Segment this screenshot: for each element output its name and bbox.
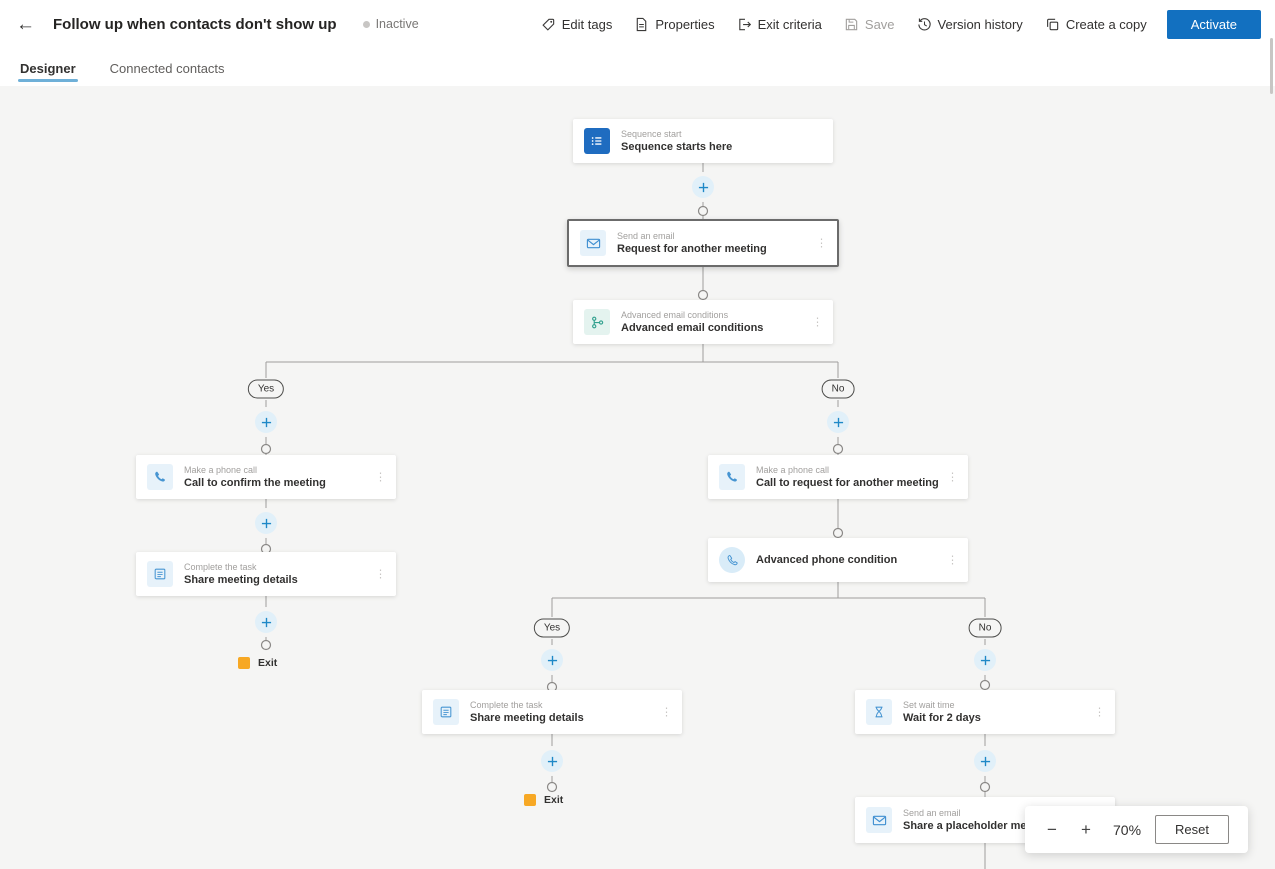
step-node-phone-call-yes[interactable]: Make a phone call Call to confirm the me… (136, 455, 396, 499)
exit-step-mid: Exit (524, 794, 563, 806)
step-node-task-yes[interactable]: Complete the task Share meeting details … (136, 552, 396, 596)
status-dot-icon (362, 20, 370, 28)
tab-bar: Designer Connected contacts (0, 48, 1275, 86)
task-icon (433, 699, 459, 725)
step-type-label: Make a phone call (184, 465, 258, 475)
more-options-icon[interactable]: ⋮ (812, 316, 823, 329)
step-type-label: Complete the task (184, 562, 257, 572)
step-node-task-mid[interactable]: Complete the task Share meeting details … (422, 690, 682, 734)
command-bar: Edit tags Properties Exit criteria Save … (541, 17, 1147, 32)
step-node-sequence-start[interactable]: Sequence start Sequence starts here (573, 119, 833, 163)
exit-label: Exit (258, 657, 278, 669)
back-arrow-icon[interactable]: ← (16, 13, 35, 35)
history-icon (917, 17, 932, 32)
zoom-level-label: 70% (1113, 821, 1142, 838)
step-title: Advanced phone condition (756, 554, 898, 566)
add-step-button[interactable] (827, 411, 849, 433)
wait-time-icon (866, 699, 892, 725)
header: ← Follow up when contacts don't show up … (0, 0, 1275, 48)
exit-step-yes: Exit (238, 657, 277, 669)
email-icon (580, 230, 606, 256)
step-title: Sequence starts here (621, 141, 733, 153)
status-label: Inactive (375, 17, 419, 31)
activate-button[interactable]: Activate (1166, 9, 1261, 39)
add-step-button[interactable] (255, 411, 277, 433)
step-title: Request for another meeting (617, 243, 767, 255)
step-title: Share meeting details (470, 712, 584, 724)
exit-criteria-button[interactable]: Exit criteria (737, 17, 822, 32)
version-history-button[interactable]: Version history (917, 17, 1023, 32)
step-title: Advanced email conditions (621, 322, 764, 334)
add-step-button[interactable] (974, 750, 996, 772)
step-type-label: Complete the task (470, 700, 543, 710)
add-step-button[interactable] (541, 649, 563, 671)
more-options-icon[interactable]: ⋮ (947, 471, 958, 484)
step-type-label: Send an email (903, 808, 961, 818)
create-copy-button[interactable]: Create a copy (1045, 17, 1147, 32)
more-options-icon[interactable]: ⋮ (816, 237, 827, 250)
email-icon (866, 807, 892, 833)
step-title: Wait for 2 days (903, 712, 981, 724)
tab-connected-contacts[interactable]: Connected contacts (109, 61, 225, 76)
branch-label-no: No (968, 618, 1002, 638)
edit-tags-button[interactable]: Edit tags (541, 17, 612, 32)
exit-label: Exit (544, 794, 564, 806)
more-options-icon[interactable]: ⋮ (375, 568, 386, 581)
add-step-button[interactable] (692, 176, 714, 198)
add-step-button[interactable] (255, 611, 277, 633)
step-node-email-conditions[interactable]: Advanced email conditions Advanced email… (573, 300, 833, 344)
step-title: Share meeting details (184, 574, 298, 586)
tag-icon (541, 17, 556, 32)
add-step-button[interactable] (974, 649, 996, 671)
more-options-icon[interactable]: ⋮ (1094, 706, 1105, 719)
save-icon (844, 17, 859, 32)
more-options-icon[interactable]: ⋮ (375, 471, 386, 484)
scrollbar[interactable] (1270, 38, 1273, 94)
zoom-in-button[interactable]: + (1071, 815, 1101, 845)
step-node-send-email-1[interactable]: Send an email Request for another meetin… (567, 219, 839, 267)
more-options-icon[interactable]: ⋮ (947, 554, 958, 567)
status-badge: Inactive (362, 17, 419, 31)
sequence-start-icon (584, 128, 610, 154)
step-title: Call to confirm the meeting (184, 477, 326, 489)
step-node-wait[interactable]: Set wait time Wait for 2 days ⋮ (855, 690, 1115, 734)
step-type-label: Sequence start (621, 129, 682, 139)
more-options-icon[interactable]: ⋮ (661, 706, 672, 719)
step-type-label: Send an email (617, 231, 675, 241)
branch-label-no: No (821, 379, 855, 399)
phone-icon (719, 464, 745, 490)
step-node-phone-condition[interactable]: Advanced phone condition ⋮ (708, 538, 968, 582)
sequence-designer-canvas[interactable]: Yes No Yes No Sequence start Sequence st… (0, 86, 1275, 869)
add-step-button[interactable] (541, 750, 563, 772)
step-type-label: Set wait time (903, 700, 955, 710)
page-title: Follow up when contacts don't show up (53, 15, 337, 33)
zoom-reset-button[interactable]: Reset (1155, 815, 1229, 844)
phone-icon (147, 464, 173, 490)
branch-condition-icon (584, 309, 610, 335)
step-type-label: Advanced email conditions (621, 310, 729, 320)
save-button[interactable]: Save (844, 17, 895, 32)
document-icon (634, 17, 649, 32)
branch-label-yes: Yes (533, 618, 571, 638)
exit-icon (524, 794, 536, 806)
copy-icon (1045, 17, 1060, 32)
properties-button[interactable]: Properties (634, 17, 715, 32)
zoom-controls: − + 70% Reset (1025, 806, 1248, 853)
step-node-phone-call-no[interactable]: Make a phone call Call to request for an… (708, 455, 968, 499)
add-step-button[interactable] (255, 512, 277, 534)
branch-label-yes: Yes (247, 379, 285, 399)
step-title: Call to request for another meeting (756, 477, 939, 489)
exit-arrow-icon (737, 17, 752, 32)
zoom-out-button[interactable]: − (1037, 815, 1067, 845)
phone-condition-icon (719, 547, 745, 573)
exit-icon (238, 657, 250, 669)
step-type-label: Make a phone call (756, 465, 830, 475)
task-icon (147, 561, 173, 587)
tab-designer[interactable]: Designer (18, 53, 78, 86)
